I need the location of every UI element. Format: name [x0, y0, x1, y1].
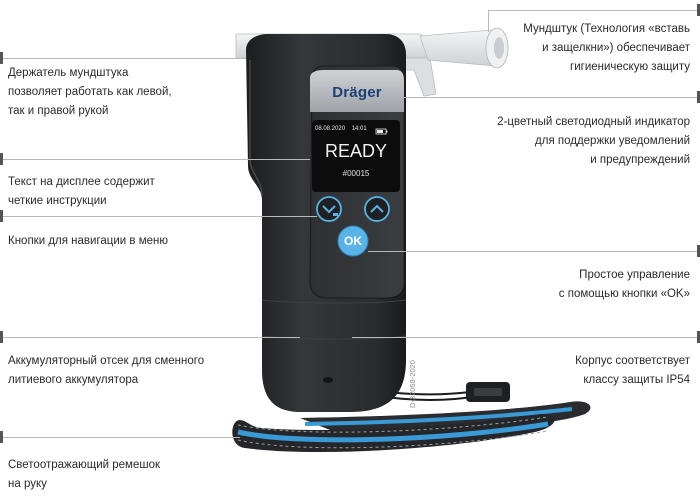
leader-line: [488, 10, 489, 32]
callout-battery: Аккумуляторный отсек для сменного литиев…: [8, 355, 205, 386]
image-code: D-32068-2020: [408, 360, 417, 408]
callout-nav-buttons: Кнопки для навигации в меню: [8, 235, 168, 247]
leader-line: [488, 10, 697, 11]
leader-line: [3, 58, 246, 59]
callout-marker: [697, 245, 700, 257]
callout-display-text: Текст на дисплее содержит четкие инструк…: [8, 176, 155, 207]
callout-marker: [0, 431, 3, 443]
callout-marker: [697, 331, 700, 343]
nav-up-button[interactable]: [364, 196, 390, 222]
callout-housing: Корпус соответствует классу защиты IP54: [575, 355, 690, 386]
leader-line: [3, 216, 317, 217]
callout-mouthpiece-holder: Держатель мундштука позволяет работать к…: [8, 67, 172, 117]
callout-ok-button: Простое управление с помощью кнопки «OK»: [558, 269, 690, 300]
chevron-down-icon: [322, 205, 336, 214]
callout-led: 2-цветный светодиодный индикатор для под…: [497, 116, 690, 166]
callout-marker: [0, 331, 3, 343]
screen-title: READY: [324, 141, 387, 161]
leader-line: [3, 437, 240, 438]
nav-down-button[interactable]: [316, 196, 342, 222]
callout-marker: [0, 52, 3, 64]
screen-counter: #00015: [342, 169, 370, 178]
chevron-up-icon: [370, 204, 384, 213]
callout-strap: Светоотражающий ремешок на руку: [8, 459, 160, 490]
leader-line: [3, 159, 310, 160]
leader-line: [404, 97, 697, 98]
ok-button-label: OK: [344, 234, 362, 248]
leader-line: [368, 251, 697, 252]
device-screen: [312, 120, 400, 192]
brand-logo: Dräger: [332, 84, 382, 101]
callout-marker: [697, 91, 700, 103]
device-body: [246, 34, 407, 412]
screen-status-bar: 08.08.2020 14:01: [315, 126, 367, 132]
leader-line: [352, 337, 697, 338]
callout-marker: [697, 4, 700, 16]
callout-mouthpiece: Мундштук (Технология «вставь и защелкни»…: [523, 23, 690, 73]
callout-marker: [0, 210, 3, 222]
leader-line: [3, 337, 300, 338]
callout-marker: [0, 153, 3, 165]
ok-button[interactable]: [337, 225, 369, 257]
